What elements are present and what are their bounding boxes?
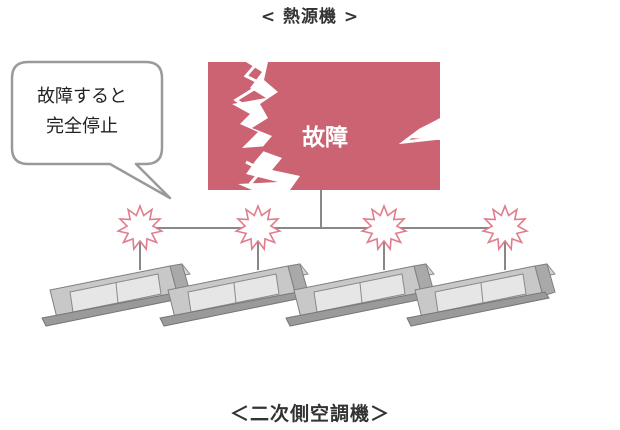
pipe-lines: [139, 190, 506, 270]
fault-burst-icon: [481, 203, 529, 252]
fault-burst-icon: [360, 203, 408, 252]
fault-label: 故障: [302, 125, 348, 151]
crack-lines: [233, 61, 441, 185]
indoor-unit-part: [115, 282, 119, 304]
indoor-unit-part: [359, 282, 363, 304]
callout-text: 故障すると 完全停止: [14, 82, 150, 142]
indoor-unit-part: [434, 273, 527, 313]
indoor-unit: [159, 263, 309, 327]
indoor-unit-part: [187, 273, 280, 313]
heat-source-title: < 熱源機 >: [260, 7, 360, 27]
fault-bursts: [116, 203, 529, 252]
callout-line-2: 完全停止: [46, 116, 118, 137]
indoor-unit-part: [480, 282, 484, 304]
indoor-unit-part: [534, 263, 556, 297]
fault-burst-icon: [234, 203, 282, 252]
indoor-unit-part: [69, 273, 162, 313]
indoor-unit: [41, 263, 191, 327]
fault-burst-icon: [116, 203, 164, 252]
indoor-units-title: ＜二次側空調機＞: [229, 403, 390, 425]
speech-bubble: [10, 60, 172, 200]
indoor-units: [41, 263, 556, 327]
heat-source-box: [208, 62, 440, 190]
indoor-unit: [406, 263, 556, 327]
indoor-unit-part: [406, 291, 550, 327]
indoor-unit-part: [313, 273, 406, 313]
indoor-unit-part: [233, 282, 237, 304]
callout-line-1: 故障すると: [37, 86, 127, 107]
